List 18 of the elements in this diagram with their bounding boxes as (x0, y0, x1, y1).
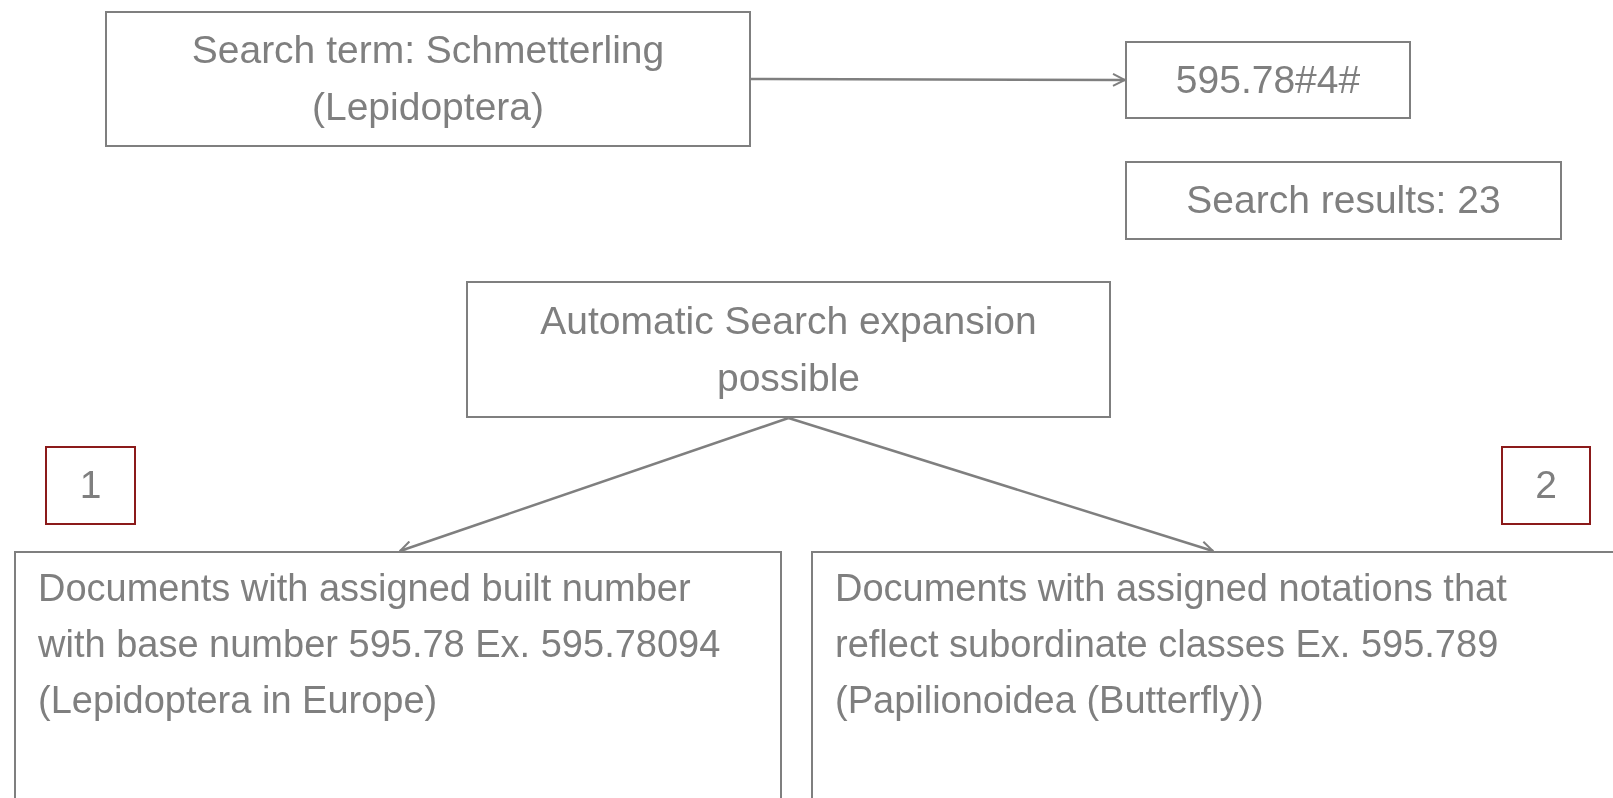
node-text: Documents with assigned built number with base number 595.78 Ex. 595.78094 (Lepidoptera in Europe) (38, 566, 722, 723)
arrow (399, 416, 789, 554)
node-text: 595.78#4# (1175, 56, 1361, 103)
number-tag (1501, 446, 1591, 525)
process-box (105, 11, 751, 147)
node-text: 1 (79, 462, 102, 509)
node-text: Search term: Schmetterling (Lepidoptera) (190, 27, 666, 130)
process-box (466, 281, 1111, 418)
arrow (751, 72, 1126, 87)
number-tag (45, 446, 136, 525)
node-text: Automatic Search expansion possible (539, 297, 1038, 401)
node-text: Documents with assigned notations that reflect subordinate classes Ex. 595.789 (Papilionoidea (Butterfly)) (835, 566, 1508, 723)
node-text: Search results: 23 (1186, 177, 1501, 224)
process-box (1125, 41, 1411, 119)
node-text: 2 (1535, 462, 1557, 509)
process-box (1125, 161, 1562, 240)
description-box (811, 551, 1613, 798)
description-box (14, 551, 782, 798)
